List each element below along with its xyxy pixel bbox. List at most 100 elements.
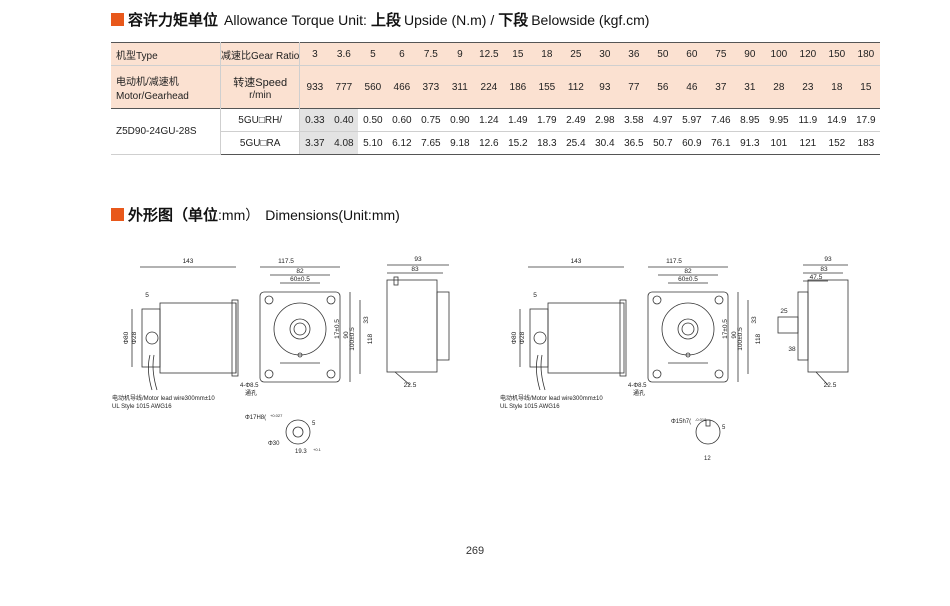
speed-cell: 23 xyxy=(793,65,823,109)
ratio-cell: 90 xyxy=(735,42,765,66)
torque-nm-cell: 7.46 xyxy=(706,108,736,132)
speed-row: 电动机/减速机 Motor/Gearhead 转速Speed r/min 933… xyxy=(111,65,881,109)
speed-cell: 28 xyxy=(764,65,794,109)
torque-kgf-cell: 6.12 xyxy=(387,131,417,155)
dimensions-title-cn: 外形图（单位 xyxy=(128,207,219,224)
model-header-1: 机型Type xyxy=(111,42,221,66)
torque-nm-cell: 2.98 xyxy=(590,108,620,132)
dim-143: 143 xyxy=(183,258,194,265)
motor-body xyxy=(547,302,625,374)
torque-kgf-cell: 9.18 xyxy=(445,131,475,155)
ratio-cell: 60 xyxy=(677,42,707,66)
dim-475: 47.5 xyxy=(810,274,823,281)
dim-90: 90 xyxy=(343,331,350,339)
dim-100: 100±0.5 xyxy=(349,327,356,351)
torque-kgf-cell: 36.5 xyxy=(619,131,649,155)
torque-nm-cell: 2.49 xyxy=(561,108,591,132)
ratio-cell: 120 xyxy=(793,42,823,66)
shaft-label: Φ15h7( xyxy=(671,419,691,425)
ratio-cell: 9 xyxy=(445,42,475,66)
section-marker-icon xyxy=(111,208,124,221)
dimensions-title-en: Dimensions(Unit:mm) xyxy=(265,206,400,223)
torque-kgf-cell: 18.3 xyxy=(532,131,562,155)
ratio-cell: 100 xyxy=(764,42,794,66)
torque-kgf-cell: 4.08 xyxy=(329,131,359,155)
speed-label: 转速Speed r/min xyxy=(220,65,301,109)
model-header-2: 电动机/减速机 Motor/Gearhead xyxy=(111,65,221,109)
dimension-drawing-ra: 143 117.5 82 60±0.5 5 90 17±0.5 33 100±0… xyxy=(500,256,849,462)
speed-cell: 15 xyxy=(851,65,881,109)
torque-kgf-cell: 101 xyxy=(764,131,794,155)
dim-5b: 5 xyxy=(722,425,726,431)
ratio-cell: 75 xyxy=(706,42,736,66)
torque-nm-cell: 1.79 xyxy=(532,108,562,132)
speed-cell: 466 xyxy=(387,65,417,109)
ratio-cell: 6 xyxy=(387,42,417,66)
torque-nm-cell: 8.95 xyxy=(735,108,765,132)
shaft-tol: +0.027 xyxy=(270,413,283,418)
torque-nm-cell: 0.33 xyxy=(299,108,330,132)
motor-body xyxy=(159,302,237,374)
model-cell: Z5D90-24GU-28S xyxy=(111,108,221,155)
torque-kgf-cell: 76.1 xyxy=(706,131,736,155)
torque-nm-cell: 9.95 xyxy=(764,108,794,132)
dim-5b: 5 xyxy=(312,421,316,427)
dim-80: Φ80 xyxy=(123,331,130,344)
speed-cell: 46 xyxy=(677,65,707,109)
dim-25: 25 xyxy=(780,308,788,315)
dim-117: 117.5 xyxy=(278,258,294,265)
gear-ra: 5GU□RA xyxy=(220,131,301,155)
torque-kgf-cell: 15.2 xyxy=(503,131,533,155)
dim-100: 100±0.5 xyxy=(737,327,744,351)
model-header-cn: 电动机/减速机 xyxy=(116,76,179,88)
speed-cell: 224 xyxy=(474,65,504,109)
dim-225: 22.5 xyxy=(404,382,417,389)
hole-label: 4-Φ8.5 xyxy=(240,383,259,389)
speed-cell: 77 xyxy=(619,65,649,109)
dim-93: 93 xyxy=(824,256,832,263)
hole-label: 4-Φ8.5 xyxy=(628,383,647,389)
torque-kgf-cell: 60.9 xyxy=(677,131,707,155)
ratio-cell: 7.5 xyxy=(416,42,446,66)
dim-33: 33 xyxy=(363,316,370,324)
hole-label-cn: 通孔 xyxy=(245,389,257,397)
speed-cell: 560 xyxy=(358,65,388,109)
ratio-cell: 180 xyxy=(851,42,881,66)
speed-label-2: r/min xyxy=(249,89,272,101)
dim-60: 60±0.5 xyxy=(290,276,310,283)
dim-90: 90 xyxy=(731,331,738,339)
speed-cell: 112 xyxy=(561,65,591,109)
dim-60: 60±0.5 xyxy=(678,276,698,283)
ratio-cell: 5 xyxy=(358,42,388,66)
dim-17: 17±0.5 xyxy=(722,319,729,339)
speed-cell: 155 xyxy=(532,65,562,109)
dimensions-title-unit: :mm） xyxy=(218,206,260,223)
belowside-en: Belowside (kgf.cm) xyxy=(531,11,650,28)
wire-style: UL Style 1015 AWG16 xyxy=(112,404,172,410)
speed-cell: 31 xyxy=(735,65,765,109)
ratio-cell: 30 xyxy=(590,42,620,66)
torque-kgf-cell: 183 xyxy=(851,131,881,155)
torque-nm-cell: 17.9 xyxy=(851,108,881,132)
ratio-cell: 25 xyxy=(561,42,591,66)
dim-143: 143 xyxy=(571,258,582,265)
dim-117: 117.5 xyxy=(666,258,682,265)
dim-193-tol: +0.1 xyxy=(313,447,322,452)
dim-82: 82 xyxy=(296,268,304,275)
torque-nm-cell: 0.50 xyxy=(358,108,388,132)
speed-cell: 777 xyxy=(329,65,359,109)
ratio-cell: 3.6 xyxy=(329,42,359,66)
speed-cell: 373 xyxy=(416,65,446,109)
dim-193: 19.3 xyxy=(295,449,307,455)
torque-nm-cell: 0.90 xyxy=(445,108,475,132)
speed-cell: 186 xyxy=(503,65,533,109)
torque-nm-cell: 0.40 xyxy=(329,108,359,132)
wire-style: UL Style 1015 AWG16 xyxy=(500,404,560,410)
gear-rh: 5GU□RH/ xyxy=(220,108,301,132)
torque-nm-cell: 0.60 xyxy=(387,108,417,132)
dim-33: 33 xyxy=(751,316,758,324)
